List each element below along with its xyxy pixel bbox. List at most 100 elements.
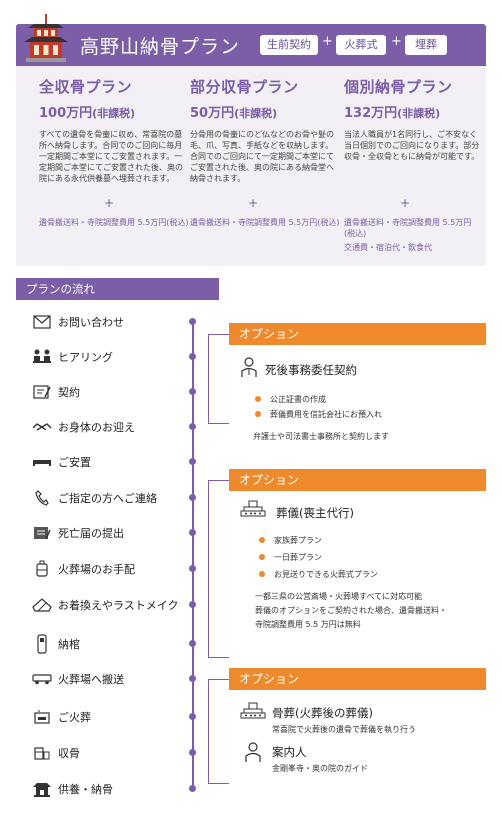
option-bullet: 一日葬プラン — [259, 553, 322, 562]
option-title: 死後事務委任契約 — [265, 363, 357, 377]
step-label: ご指定の方へご連絡 — [58, 492, 157, 505]
option-label: オプション — [229, 668, 486, 690]
step-inquiry: お問い合わせ — [32, 311, 124, 333]
coffin-icon — [32, 634, 52, 654]
timeline-dot — [189, 529, 196, 536]
option-bullet: 公正証書の作成 — [255, 395, 326, 404]
hearse-icon — [32, 669, 52, 689]
plan-partial-collection: 部分収骨プラン 50万円(非課税) 分骨用の骨壷にのど仏などのお骨や髪の毛、爪、… — [190, 76, 338, 184]
step-label: 火葬場のお手配 — [58, 563, 135, 576]
step-bone-collection: 収骨 — [32, 742, 80, 764]
funeral-altar-icon — [240, 500, 266, 517]
step-laying-in-state: ご安置 — [32, 451, 91, 473]
plan-plus: + — [248, 196, 259, 210]
plan-name: 全収骨プラン — [39, 78, 133, 96]
plan-plus: + — [400, 196, 411, 210]
option-label: オプション — [229, 469, 486, 491]
timeline-dot — [189, 388, 196, 395]
flow-header: プランの流れ — [16, 278, 219, 300]
step-transport: 火葬場へ搬送 — [32, 668, 124, 690]
option-bracket — [208, 334, 229, 424]
option-bracket — [208, 679, 229, 784]
step-label: ご火葬 — [58, 711, 91, 724]
envelope-icon — [32, 312, 52, 332]
step-arrange-crematorium: 火葬場のお手配 — [32, 558, 135, 580]
plan-price: 50万円(非課税) — [190, 106, 278, 121]
step-label: お着換えやラストメイク — [58, 599, 179, 612]
plan-name: 個別納骨プラン — [344, 78, 453, 96]
timeline-dot — [189, 565, 196, 572]
option-title: 葬儀(喪主代行) — [276, 506, 354, 520]
phone-icon — [32, 488, 52, 508]
timeline-dot — [189, 675, 196, 682]
step-hearing: ヒアリング — [32, 346, 113, 368]
option-title: 骨葬(火葬後の葬儀) — [272, 706, 373, 720]
chip-prearranged-contract: 生前契約 — [260, 35, 318, 55]
plan-description: 当法人職員が1名同行し、ご不安なく当日個別でのご回向になります。部分収骨・全収骨… — [344, 130, 480, 161]
cremation-icon — [32, 707, 52, 727]
plan-full-collection: 全収骨プラン 100万円(非課税) すべての遺骨を骨壷に収め、常喜院の墓所へ納骨… — [39, 76, 187, 184]
plan-fee: 遺骨搬送料・寺院調整費用 5.5万円(税込) — [39, 218, 189, 227]
plan-banner: 高野山納骨プラン 生前契約 + 火葬式 + 埋葬 全収骨プラン 100万円(非課… — [16, 14, 486, 266]
option-bullet: お見送りできる火葬式プラン — [259, 570, 378, 579]
option-title: 案内人 — [272, 745, 307, 759]
option-note: 寺院調整費用 5.5 万円は無料 — [255, 620, 361, 629]
temple-icon — [32, 779, 52, 799]
plan-description: 分骨用の骨壷にのど仏などのお骨や髪の毛、爪、写真、手紙などを収納します。合同での… — [190, 130, 334, 183]
contract-icon — [32, 382, 52, 402]
step-label: 火葬場へ搬送 — [58, 673, 124, 686]
step-label: 供養・納骨 — [58, 783, 113, 796]
step-label: ヒアリング — [58, 351, 113, 364]
timeline-dot — [189, 353, 196, 360]
step-label: 死亡届の提出 — [58, 527, 124, 540]
chip-cremation: 火葬式 — [336, 35, 386, 55]
chip-burial: 埋葬 — [405, 35, 447, 55]
option-item-description: 金剛峯寺・奥の院のガイド — [272, 764, 368, 773]
timeline-dot — [189, 713, 196, 720]
step-label: お問い合わせ — [58, 316, 124, 329]
plan-name: 部分収骨プラン — [190, 78, 299, 96]
option-label: オプション — [229, 323, 486, 345]
timeline-dot — [189, 494, 196, 501]
plan-price: 100万円(非課税) — [39, 106, 136, 121]
timeline-dot — [189, 601, 196, 608]
timeline-dot — [189, 749, 196, 756]
plan-extra-costs: 交通費・宿泊代・飲食代 — [344, 243, 432, 252]
lawyer-icon — [241, 357, 257, 377]
document-icon — [32, 523, 52, 543]
step-label: 納棺 — [58, 638, 80, 651]
step-label: 契約 — [58, 386, 80, 399]
option-note: 葬儀のオプションをご契約された場合、遺骨搬送料・ — [255, 606, 447, 615]
bone-urn-icon — [32, 743, 52, 763]
plan-individual: 個別納骨プラン 132万円(非課税) 当法人職員が1名同行し、ご不安なく当日個別… — [344, 76, 482, 162]
pagoda-icon — [24, 14, 68, 62]
option-item-description: 常喜院で火葬後の遺骨で葬儀を執り行う — [272, 725, 416, 734]
step-dressing-makeup: お着換えやラストメイク — [32, 594, 179, 616]
banner-title: 高野山納骨プラン — [80, 36, 241, 58]
step-label: ご安置 — [58, 456, 91, 469]
chip-plus-1: + — [322, 34, 333, 49]
option-note: 一都三県の公営斎場・火葬場すべてに対応可能 — [255, 592, 423, 601]
step-label: お身体のお迎え — [58, 421, 135, 434]
step-pickup: お身体のお迎え — [32, 416, 135, 438]
option-bullet: 葬儀費用を信託会社にお預入れ — [255, 410, 382, 419]
timeline-dot — [189, 318, 196, 325]
guide-icon — [245, 742, 261, 762]
option-note: 弁護士や司法書士事務所と契約します — [253, 432, 389, 441]
step-cremation: ご火葬 — [32, 706, 91, 728]
timeline-dot — [189, 458, 196, 465]
timeline-dot — [189, 640, 196, 647]
urn-icon — [32, 559, 52, 579]
step-label: 収骨 — [58, 747, 80, 760]
handshake-icon — [32, 417, 52, 437]
timeline-line — [192, 322, 194, 790]
step-death-certificate: 死亡届の提出 — [32, 522, 124, 544]
bed-icon — [32, 452, 52, 472]
makeup-icon — [32, 595, 52, 615]
plan-fee: 遺骨搬送料・寺院調整費用 5.5万円(税込) — [344, 218, 472, 238]
step-contract: 契約 — [32, 381, 80, 403]
step-memorial-interment: 供養・納骨 — [32, 778, 113, 800]
chip-plus-2: + — [391, 34, 402, 49]
banner-header: 高野山納骨プラン 生前契約 + 火葬式 + 埋葬 — [16, 14, 486, 66]
plan-price: 132万円(非課税) — [344, 106, 441, 121]
